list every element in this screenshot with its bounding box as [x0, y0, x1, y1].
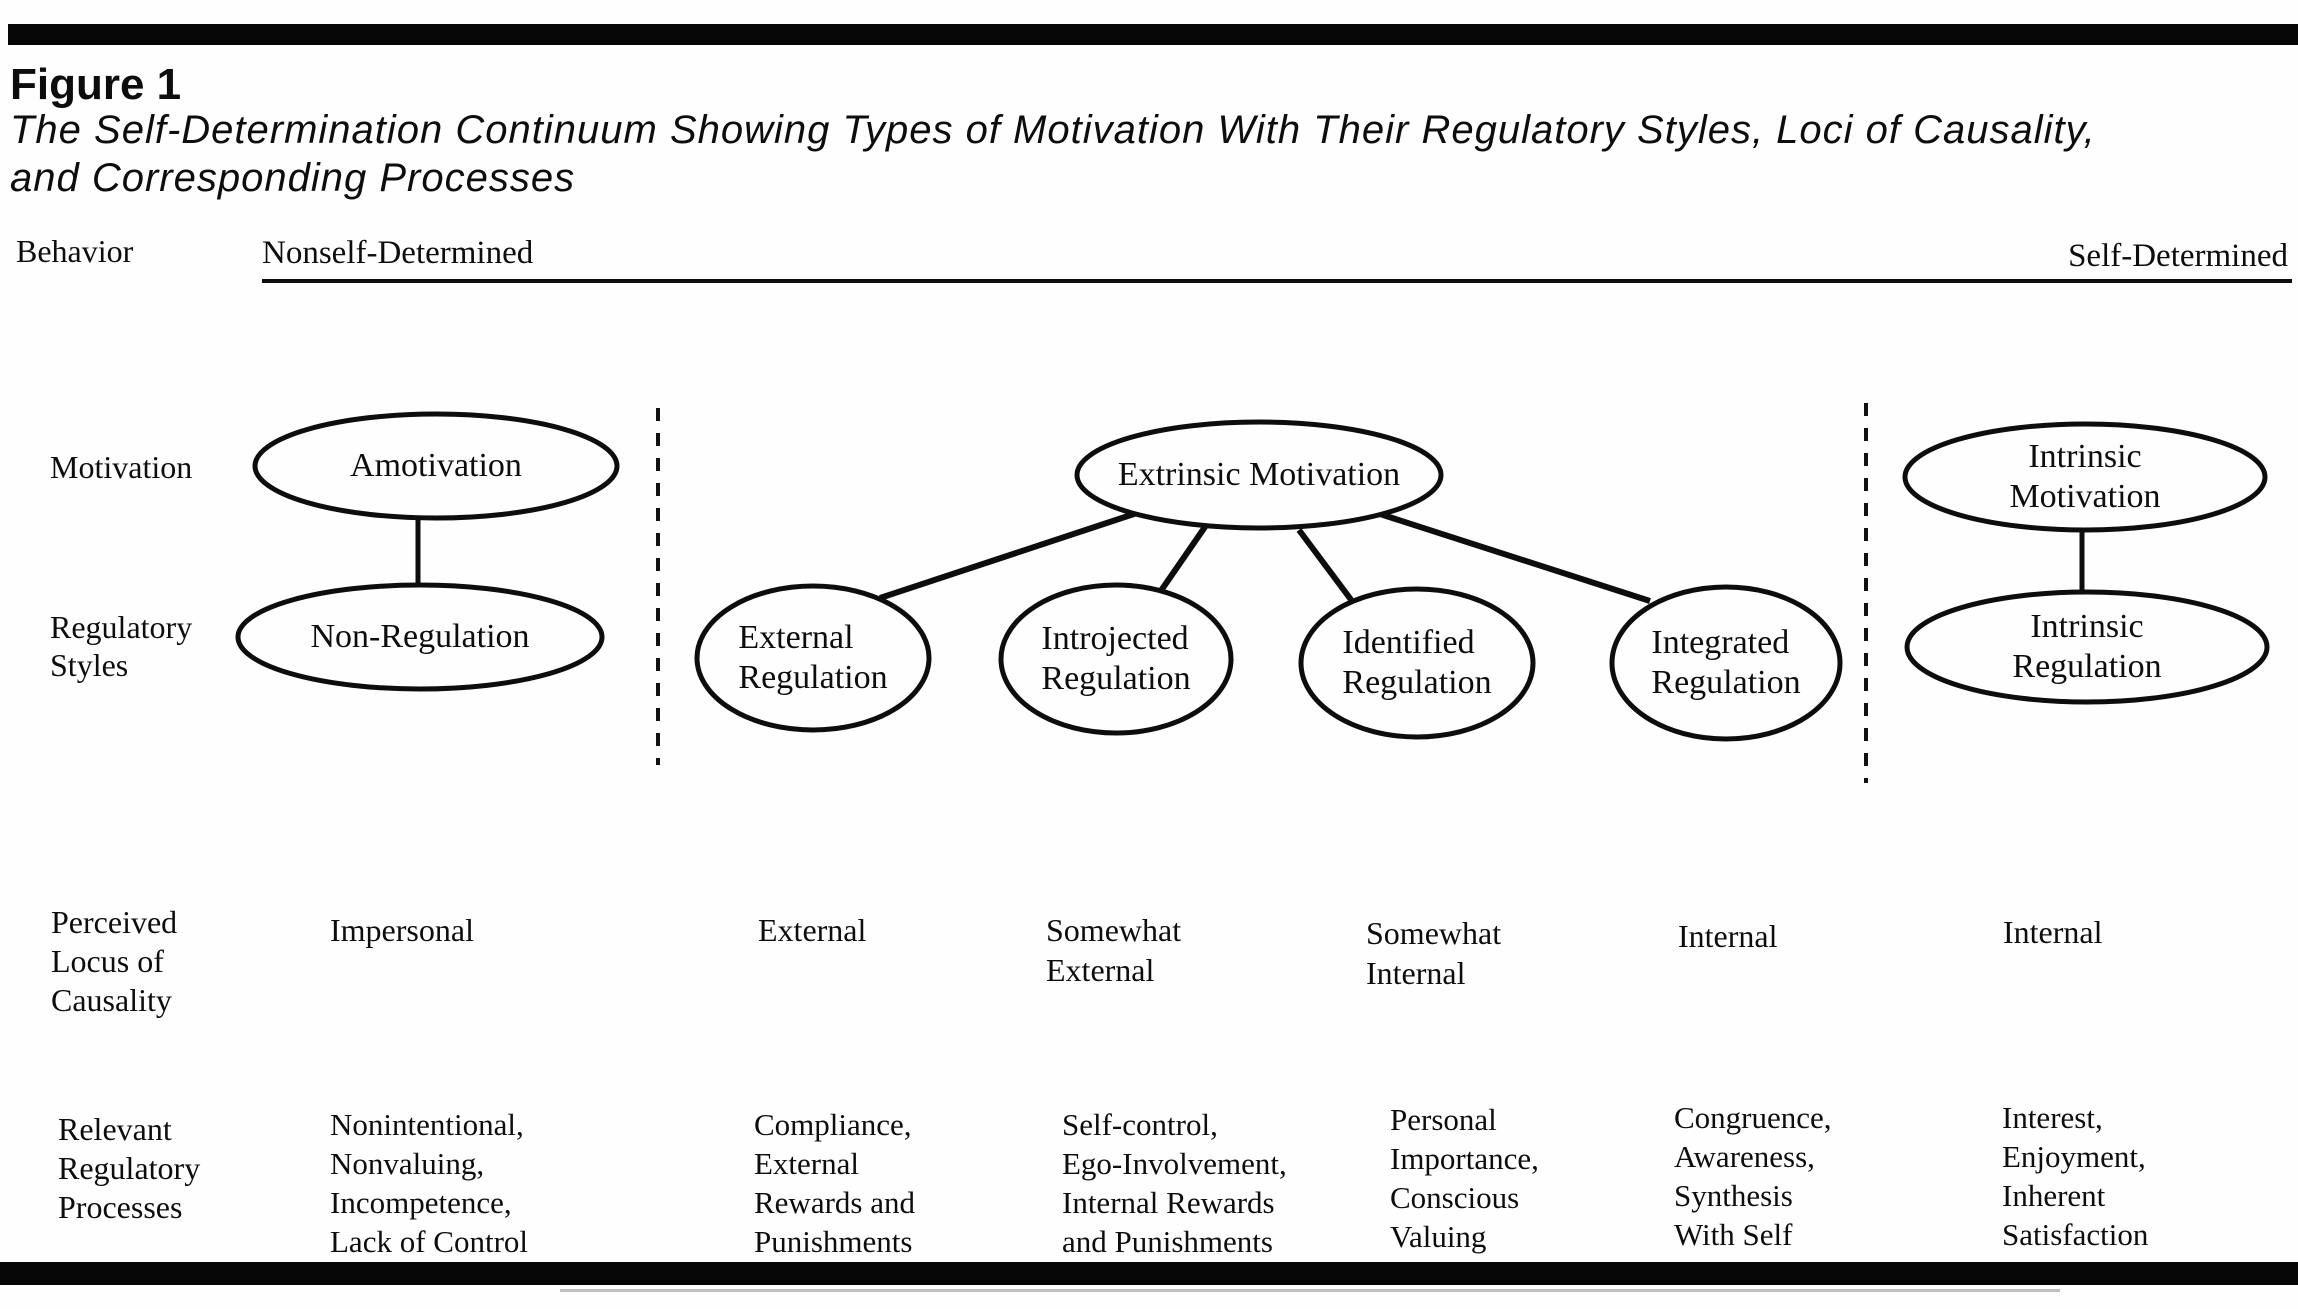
amotivation-node-label: Amotivation [350, 447, 522, 484]
extrinsic-motivation-node-label: Extrinsic Motivation [1117, 456, 1401, 493]
external-regulation-node-label: External Regulation [738, 619, 888, 696]
process-value-identified: Personal Importance, Conscious Valuing [1390, 1102, 1539, 1254]
introjected-regulation-node-label: Introjected Regulation [1041, 620, 1191, 697]
nonself-determined-label: Nonself-Determined [262, 235, 534, 271]
extrinsic-introjected-connector-line [1155, 522, 1210, 597]
intrinsic-regulation-node-label: Intrinsic Regulation [2012, 608, 2162, 685]
integrated-regulation-ellipse [1609, 584, 1843, 742]
extrinsic-identified-connector-line [1296, 528, 1355, 603]
scan-artifact-line [560, 1289, 2060, 1292]
intrinsic-motivation-ellipse [1902, 421, 2268, 533]
ploc-value-external: External [758, 912, 867, 948]
perceived-locus-row-label: Perceived Locus of Causality [51, 904, 178, 1018]
introjected-regulation-ellipse [998, 582, 1234, 736]
amotivation-ellipse [252, 411, 620, 521]
extrinsic-external-connector-line [879, 508, 1144, 601]
figure-number-label: Figure 1 [10, 60, 182, 109]
extrinsic-motivation-ellipse [1074, 419, 1444, 531]
ploc-value-internal-2: Internal [2003, 914, 2103, 950]
process-value-amotivation: Nonintentional, Nonvaluing, Incompetence… [330, 1107, 529, 1259]
process-value-external: Compliance, External Rewards and Punishm… [754, 1107, 915, 1259]
ploc-value-somewhat-external: Somewhat External [1046, 912, 1182, 988]
identified-regulation-ellipse [1298, 586, 1536, 740]
intrinsic-regulation-ellipse [1904, 589, 2270, 705]
non-regulation-node-label: Non-Regulation [310, 618, 530, 655]
figure-top-rule [8, 24, 2298, 45]
relevant-processes-row-label: Relevant Regulatory Processes [58, 1111, 201, 1225]
identified-regulation-node-label: Identified Regulation [1342, 624, 1492, 701]
self-determined-label: Self-Determined [2068, 238, 2288, 274]
ploc-value-somewhat-internal: Somewhat Internal [1366, 915, 1502, 991]
integrated-regulation-node-label: Integrated Regulation [1651, 624, 1801, 701]
process-value-integrated: Congruence, Awareness, Synthesis With Se… [1674, 1100, 1832, 1252]
intrinsic-motivation-node-label: Intrinsic Motivation [2009, 438, 2161, 515]
process-value-intrinsic: Interest, Enjoyment, Inherent Satisfacti… [2002, 1100, 2149, 1252]
motivation-row-label: Motivation [50, 449, 193, 485]
regulatory-styles-row-label: Regulatory Styles [50, 609, 193, 683]
process-value-introjected: Self-control, Ego-Involvement, Internal … [1062, 1107, 1287, 1259]
figure-title-line1: The Self-Determination Continuum Showing… [10, 108, 2096, 152]
figure-title-line2: and Corresponding Processes [10, 156, 576, 200]
figure-bottom-rule [0, 1262, 2298, 1285]
non-regulation-ellipse [235, 582, 605, 692]
external-regulation-ellipse [694, 583, 932, 733]
ploc-value-internal-1: Internal [1678, 918, 1778, 954]
ploc-value-impersonal: Impersonal [330, 912, 474, 948]
behavior-row-label: Behavior [16, 233, 134, 269]
extrinsic-integrated-connector-line [1379, 511, 1651, 604]
